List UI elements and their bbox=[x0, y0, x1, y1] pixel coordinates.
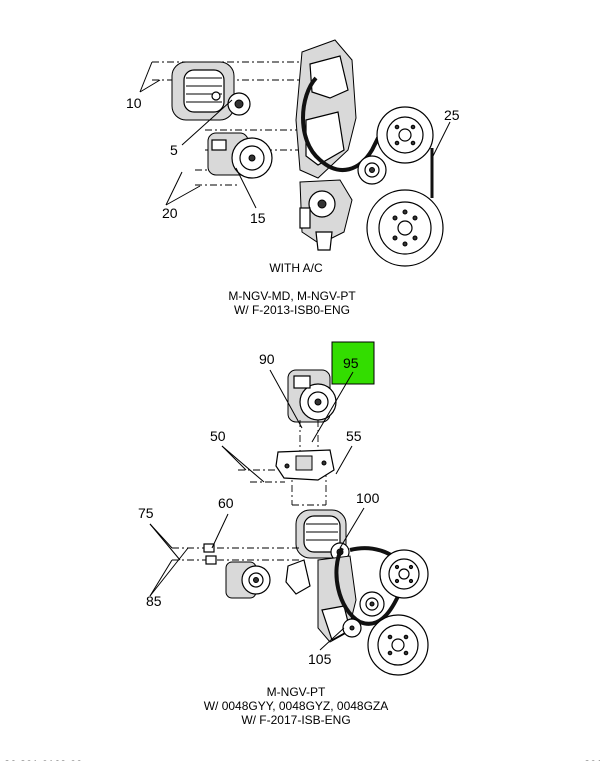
callout-85: 85 bbox=[146, 593, 162, 609]
water-pump bbox=[299, 179, 353, 251]
compressor-bracket bbox=[275, 449, 335, 481]
callout-5: 5 bbox=[170, 142, 178, 158]
crankshaft-damper bbox=[366, 189, 444, 267]
alternator-lower bbox=[295, 509, 350, 562]
footer-page: 201 bbox=[584, 759, 602, 761]
mounting-bolts bbox=[203, 543, 217, 565]
callout-105: 105 bbox=[308, 651, 332, 667]
callout-50: 50 bbox=[210, 428, 226, 444]
caption-with-ac: WITH A/C bbox=[269, 261, 323, 275]
callout-60: 60 bbox=[218, 495, 234, 511]
belt-tensioner-lower bbox=[342, 591, 385, 638]
engine-front-cover bbox=[295, 39, 357, 179]
bracket-piece bbox=[285, 559, 311, 595]
caption-bottom-codes: W/ 0048GYY, 0048GYZ, 0048GZA bbox=[204, 699, 389, 713]
callout-95-highlight[interactable] bbox=[331, 341, 375, 385]
alternator bbox=[171, 61, 235, 121]
caption-top-engine: W/ F-2013-ISB0-ENG bbox=[234, 303, 350, 317]
callout-100: 100 bbox=[356, 490, 380, 506]
drive-belt-lower bbox=[334, 546, 408, 626]
caption-bottom-models: M-NGV-PT bbox=[267, 685, 326, 699]
callout-55: 55 bbox=[346, 428, 362, 444]
ac-compressor-lower bbox=[225, 561, 271, 599]
callout-25: 25 bbox=[444, 107, 460, 123]
bottom-assembly: 90 95 50 55 60 75 100 85 105 M-NGV-PT W/… bbox=[138, 341, 429, 727]
callout-15: 15 bbox=[250, 210, 266, 226]
top-assembly: 10 5 20 15 25 WITH A/C M-NGV-MD, M-NGV-P… bbox=[126, 39, 460, 317]
ac-compressor bbox=[207, 132, 273, 179]
fan-drive-pulley-lower bbox=[379, 549, 429, 599]
caption-top-models: M-NGV-MD, M-NGV-PT bbox=[228, 289, 356, 303]
caption-bottom-engine: W/ F-2017-ISB-ENG bbox=[241, 713, 350, 727]
callout-90: 90 bbox=[259, 351, 275, 367]
callout-10: 10 bbox=[126, 95, 142, 111]
callout-95[interactable]: 95 bbox=[343, 355, 359, 371]
crankshaft-damper-lower bbox=[367, 614, 429, 676]
alternator-pulley bbox=[227, 92, 251, 116]
belt-tensioner bbox=[357, 155, 387, 185]
callout-20: 20 bbox=[162, 205, 178, 221]
fan-drive-pulley bbox=[376, 106, 434, 164]
footer-part-number: 36-301-0169-00 bbox=[4, 759, 82, 761]
callout-75: 75 bbox=[138, 505, 154, 521]
